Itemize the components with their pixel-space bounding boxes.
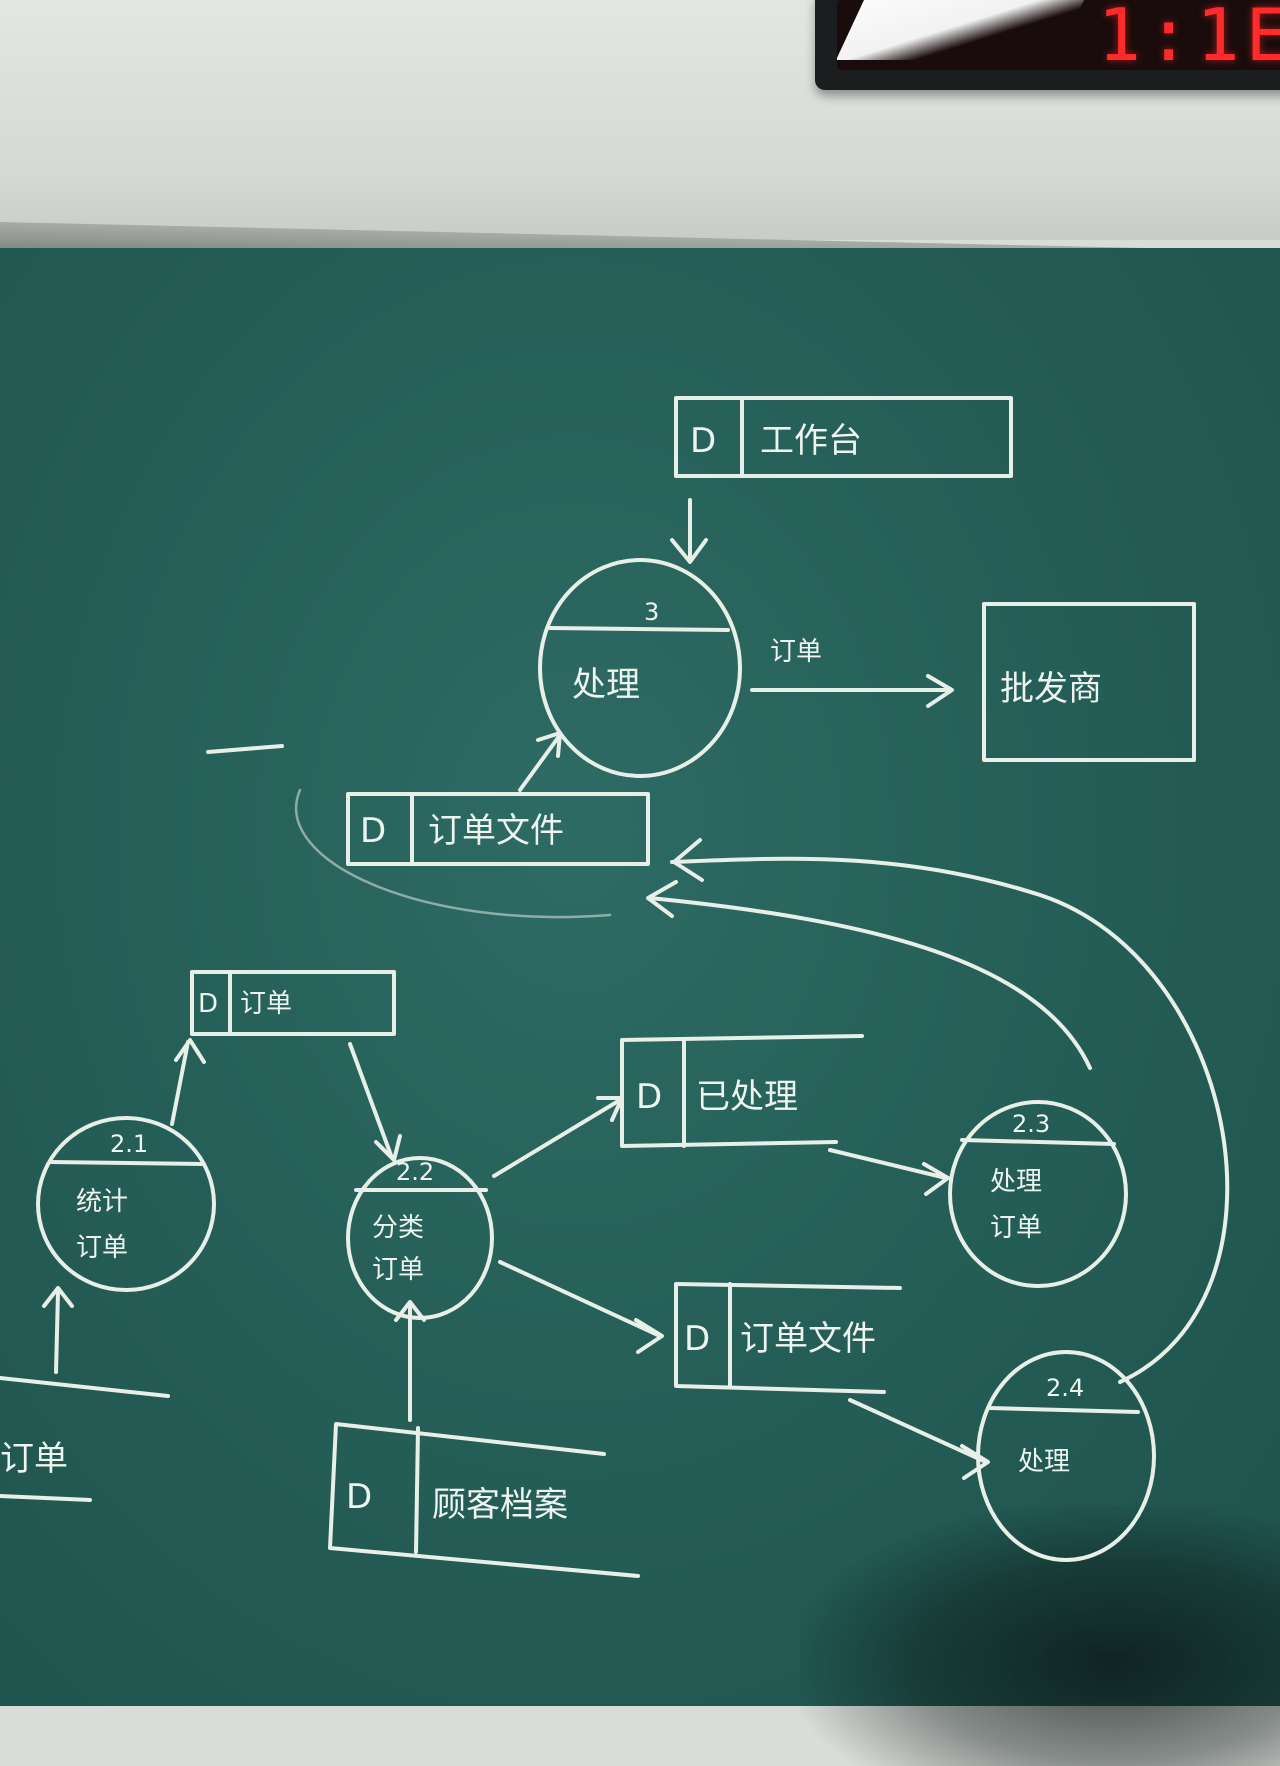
chalkboard bbox=[0, 248, 1280, 1766]
external-name: 批发商 bbox=[1000, 669, 1102, 709]
process-2-1-name-1: 统计 bbox=[76, 1187, 128, 1217]
store-mid-name: 订单文件 bbox=[428, 811, 564, 851]
store-top: D 工作台 bbox=[674, 396, 1013, 478]
process-3: 3 处理 bbox=[538, 558, 742, 778]
arrow-p3-to-external bbox=[750, 674, 954, 708]
arrow-order-to-p22 bbox=[348, 1042, 402, 1162]
store-a-id: D bbox=[636, 1077, 662, 1117]
clock-digits: 1:1E bbox=[1097, 0, 1280, 70]
process-2-3-name-2: 订单 bbox=[990, 1213, 1042, 1243]
store-mid-id: D bbox=[360, 811, 386, 851]
external-box bbox=[982, 602, 1196, 762]
arrow-store-a-to-p23 bbox=[828, 1148, 950, 1196]
left-store-name: 订单 bbox=[0, 1439, 68, 1479]
store-bottom: D 顾客档案 bbox=[328, 1422, 640, 1578]
chalk-dash bbox=[206, 744, 284, 754]
process-2-1-divider bbox=[48, 1160, 206, 1166]
store-mid-box bbox=[346, 792, 650, 866]
process-2-1: 2.1 统计 订单 bbox=[36, 1116, 216, 1292]
process-3-divider bbox=[548, 626, 730, 632]
led-clock: 1:1E bbox=[815, 0, 1280, 90]
process-2-1-name-2: 订单 bbox=[76, 1233, 128, 1263]
process-2-4-number: 2.4 bbox=[1046, 1374, 1084, 1402]
chalk-diagram: D 工作台 3 处理 订单 批发商 D 订单文件 bbox=[0, 396, 1230, 1578]
process-2-1-number: 2.1 bbox=[110, 1130, 148, 1158]
arrow-p22-to-store-b bbox=[498, 1260, 664, 1354]
store-b-id: D bbox=[684, 1319, 710, 1359]
process-2-3-circle bbox=[948, 1100, 1128, 1288]
store-b: D 订单文件 bbox=[674, 1282, 902, 1394]
store-b-name: 订单文件 bbox=[740, 1319, 876, 1359]
arrow-left-to-p21 bbox=[42, 1286, 74, 1374]
arrow-mid-to-p3 bbox=[518, 731, 562, 792]
arrow-p22-to-store-a bbox=[492, 1096, 624, 1178]
store-a-name: 已处理 bbox=[696, 1077, 798, 1117]
process-2-3-divider bbox=[960, 1138, 1116, 1146]
arrow-p21-to-order bbox=[170, 1038, 206, 1126]
process-2-4-name-1: 处理 bbox=[1018, 1447, 1070, 1477]
arrow-bottom-to-p22 bbox=[394, 1300, 426, 1422]
process-2-2: 2.2 分类 订单 bbox=[346, 1156, 494, 1320]
process-2-4-divider bbox=[988, 1406, 1140, 1414]
process-3-circle bbox=[538, 558, 742, 778]
left-store-line bbox=[0, 1376, 170, 1398]
process-2-2-number: 2.2 bbox=[396, 1158, 434, 1186]
store-order-box bbox=[190, 970, 396, 1036]
clock-face: 1:1E bbox=[837, 0, 1280, 70]
arc-outer-head bbox=[672, 838, 704, 882]
store-top-name: 工作台 bbox=[760, 421, 862, 461]
process-2-3-number: 2.3 bbox=[1012, 1110, 1050, 1138]
erased-loop bbox=[294, 788, 612, 919]
arc-inner bbox=[648, 896, 1092, 1070]
process-2-2-name-2: 订单 bbox=[372, 1255, 424, 1285]
process-2-1-circle bbox=[36, 1116, 216, 1292]
arrow-store-b-to-p24 bbox=[848, 1398, 990, 1480]
process-2-4: 2.4 处理 bbox=[976, 1350, 1156, 1562]
left-store-underline bbox=[0, 1494, 92, 1502]
arrow-top-to-p3 bbox=[670, 498, 708, 564]
store-b-box bbox=[674, 1282, 902, 1394]
store-top-box bbox=[674, 396, 1013, 478]
process-2-3: 2.3 处理 订单 bbox=[948, 1100, 1128, 1288]
process-3-number: 3 bbox=[644, 598, 659, 626]
process-3-name: 处理 bbox=[572, 665, 640, 705]
arc-outer bbox=[670, 856, 1230, 1384]
store-bottom-name: 顾客档案 bbox=[432, 1485, 568, 1525]
process-2-4-circle bbox=[976, 1350, 1156, 1562]
store-top-id: D bbox=[690, 421, 716, 461]
store-bottom-id: D bbox=[346, 1477, 372, 1517]
process-2-2-name-1: 分类 bbox=[372, 1213, 424, 1243]
store-bottom-box bbox=[328, 1422, 640, 1578]
arc-inner-head bbox=[646, 880, 678, 918]
flow-p3-external-label: 订单 bbox=[770, 637, 822, 667]
store-order-name: 订单 bbox=[240, 989, 292, 1019]
store-a: D 已处理 bbox=[620, 1034, 864, 1148]
store-bottom-divider bbox=[414, 1426, 420, 1554]
store-order-id: D bbox=[198, 989, 218, 1019]
process-2-3-name-1: 处理 bbox=[990, 1167, 1042, 1197]
external-entity: 批发商 bbox=[982, 602, 1196, 762]
store-mid: D 订单文件 bbox=[346, 792, 650, 866]
store-a-box bbox=[620, 1034, 864, 1148]
store-order: D 订单 bbox=[190, 970, 396, 1036]
